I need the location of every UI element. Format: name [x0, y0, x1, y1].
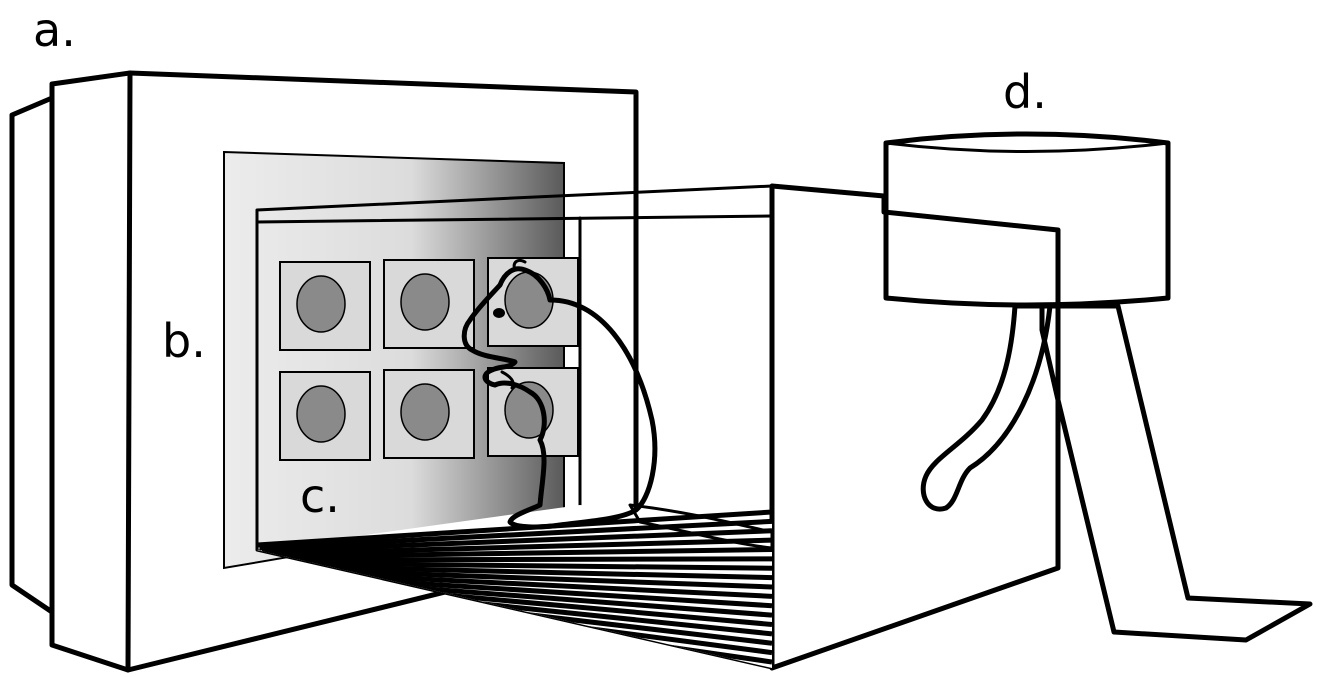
label-c: c.: [300, 469, 340, 523]
stimulus-target-circle: [401, 384, 449, 440]
stimulus-target-circle: [401, 274, 449, 330]
dispenser-tube: [923, 306, 1050, 509]
pellet-dispenser: [886, 134, 1310, 640]
dispenser-leg-right: [1042, 306, 1310, 640]
dispenser-drum: [886, 134, 1168, 305]
label-b: b.: [162, 314, 206, 368]
stimulus-target-circle: [297, 276, 345, 332]
monitor-side-panel: [12, 98, 52, 612]
rat-eye: [493, 308, 505, 318]
label-d: d.: [1003, 65, 1047, 119]
chamber-right-wall: [772, 186, 1058, 668]
stimulus-target-circle: [297, 386, 345, 442]
stimulus-target-circle: [505, 272, 553, 328]
grid-floor-bar: [270, 559, 773, 560]
label-a: a.: [33, 3, 76, 57]
